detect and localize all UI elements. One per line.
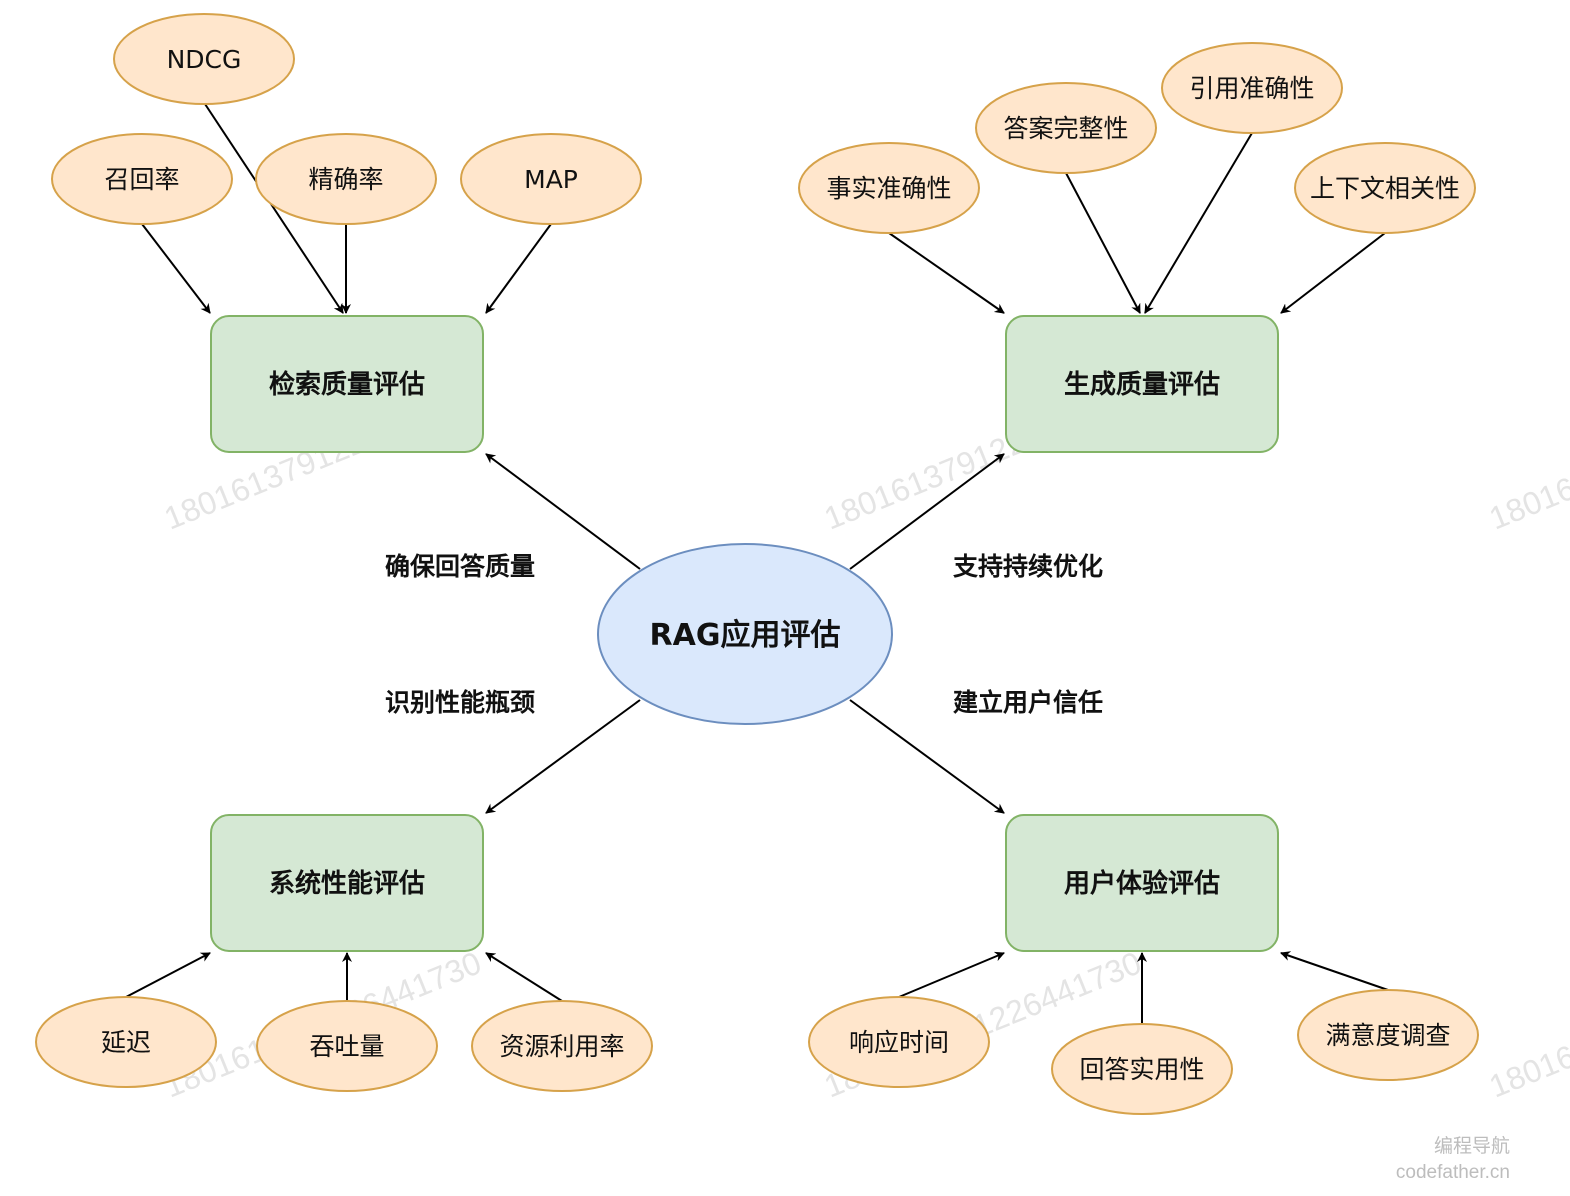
leaf-label: 精确率 — [308, 165, 383, 194]
id-watermark-6: 18016137912264417​30 — [1484, 944, 1570, 1104]
leaf-label: 满意度调查 — [1325, 1021, 1450, 1050]
leaf-ellipse — [1161, 42, 1343, 134]
leaf-label: 事实准确性 — [826, 174, 951, 203]
leaf-edge — [1065, 172, 1141, 314]
leaf-edge — [485, 223, 552, 314]
leaf-node: 精确率 — [255, 133, 437, 225]
brand-url-watermark: codefather.cn — [1396, 1162, 1510, 1183]
leaf-node: NDCG — [113, 13, 295, 105]
leaf-node: 回答实用性 — [1051, 1023, 1233, 1115]
center-to-category-edge-4 — [849, 699, 1005, 814]
leaf-label: 引用准确性 — [1189, 74, 1314, 103]
leaf-edge — [125, 952, 211, 998]
category-box — [210, 315, 484, 453]
leaf-node: 吞吐量 — [256, 1000, 438, 1092]
center-ellipse — [597, 543, 893, 725]
leaf-label: MAP — [524, 165, 578, 194]
leaf-ellipse — [808, 996, 990, 1088]
leaf-ellipse — [51, 133, 233, 225]
center-to-category-edge-1 — [485, 453, 641, 570]
leaf-ellipse — [460, 133, 642, 225]
leaf-label: 吞吐量 — [309, 1032, 384, 1061]
leaf-node: MAP — [460, 133, 642, 225]
edge-label-2: 支持持续优化 — [953, 552, 1103, 581]
leaf-ellipse — [798, 142, 980, 234]
category-box — [1005, 315, 1279, 453]
category-node-1: 检索质量评估 — [210, 315, 484, 453]
leaf-node: 延迟 — [35, 996, 217, 1088]
id-watermark-3: 18016137912264417​30 — [1484, 376, 1570, 536]
leaf-node: 响应时间 — [808, 996, 990, 1088]
edge-label-4: 建立用户信任 — [953, 688, 1103, 717]
category-label: 系统性能评估 — [269, 868, 425, 899]
leaf-label: 响应时间 — [849, 1028, 949, 1057]
edge-label-1: 确保回答质量 — [385, 552, 535, 581]
leaf-label: 召回率 — [104, 165, 179, 194]
leaf-edge — [204, 103, 344, 314]
leaf-label: 答案完整性 — [1003, 114, 1128, 143]
leaf-ellipse — [975, 82, 1157, 174]
category-label: 用户体验评估 — [1064, 868, 1220, 899]
leaf-edge — [1144, 132, 1253, 314]
leaf-ellipse — [35, 996, 217, 1088]
leaf-edge — [1280, 232, 1386, 314]
leaf-edge — [1280, 951, 1389, 991]
category-node-3: 系统性能评估 — [210, 814, 484, 952]
category-node-2: 生成质量评估 — [1005, 315, 1279, 453]
leaf-ellipse — [471, 1000, 653, 1092]
category-box — [1005, 814, 1279, 952]
brand-cn-watermark: 编程导航 — [1434, 1135, 1510, 1157]
edge-label-3: 识别性能瓶颈 — [385, 688, 535, 717]
leaf-node: 答案完整性 — [975, 82, 1157, 174]
leaf-ellipse — [255, 133, 437, 225]
leaf-node: 引用准确性 — [1161, 42, 1343, 134]
leaf-ellipse — [113, 13, 295, 105]
leaf-label: 资源利用率 — [499, 1032, 624, 1061]
leaf-ellipse — [1297, 989, 1479, 1081]
center-node: RAG应用评估 — [597, 543, 893, 725]
leaf-node: 满意度调查 — [1297, 989, 1479, 1081]
center-to-category-edge-3 — [485, 699, 641, 814]
leaf-label: NDCG — [167, 45, 242, 74]
leaf-edge — [888, 232, 1005, 314]
category-label: 检索质量评估 — [269, 369, 425, 400]
category-label: 生成质量评估 — [1064, 370, 1220, 400]
leaf-edge — [485, 952, 563, 1002]
leaf-ellipse — [1294, 142, 1476, 234]
center-label: RAG应用评估 — [650, 618, 841, 653]
leaf-edge — [898, 951, 1005, 998]
leaf-node: 召回率 — [51, 133, 233, 225]
leaf-label: 延迟 — [101, 1028, 151, 1057]
leaf-node: 事实准确性 — [798, 142, 980, 234]
leaf-edge — [141, 223, 211, 314]
edges-layer — [125, 103, 1389, 1024]
leaf-label: 回答实用性 — [1079, 1055, 1204, 1084]
leaf-ellipse — [256, 1000, 438, 1092]
category-box — [210, 814, 484, 952]
center-to-category-edge-2 — [849, 453, 1005, 570]
category-node-4: 用户体验评估 — [1005, 814, 1279, 952]
leaf-label: 上下文相关性 — [1310, 174, 1460, 203]
leaf-ellipse — [1051, 1023, 1233, 1115]
leaf-node: 上下文相关性 — [1294, 142, 1476, 234]
leaf-node: 资源利用率 — [471, 1000, 653, 1092]
